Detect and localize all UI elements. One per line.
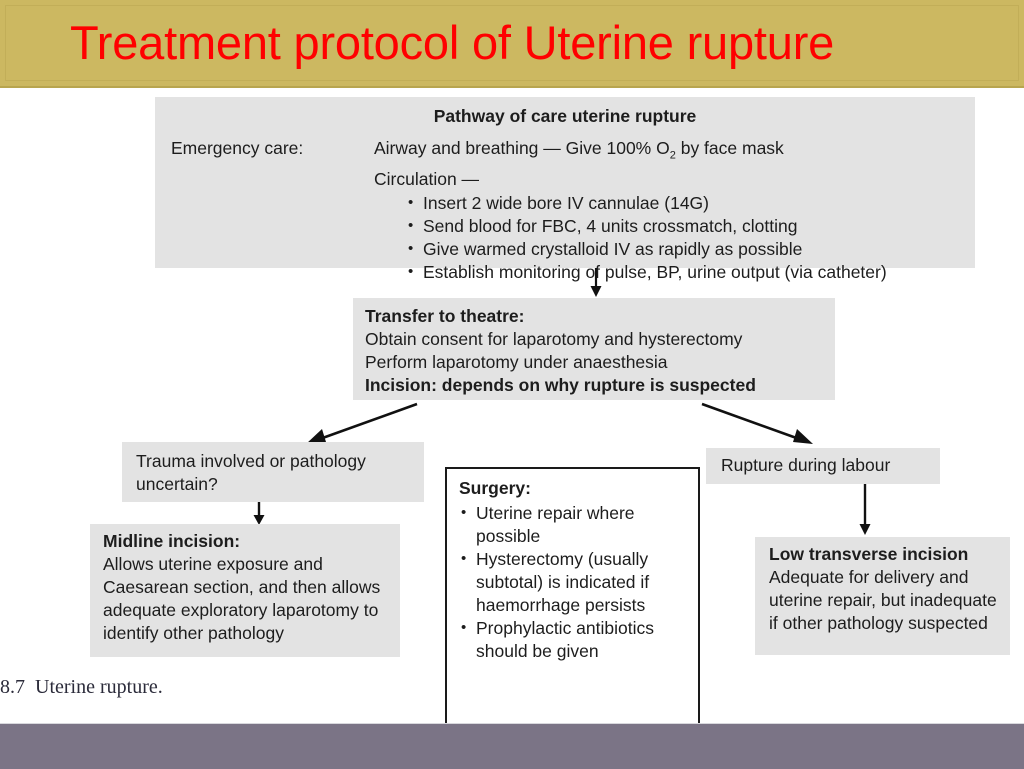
trauma-line-2: uncertain? [136,474,218,494]
trauma-line-1: Trauma involved or pathology [136,451,366,471]
emergency-care-label: Emergency care: [171,138,304,158]
emergency-care-bullet-list: Insert 2 wide bore IV cannulae (14G) Sen… [406,191,961,284]
list-item: Insert 2 wide bore IV cannulae (14G) [406,191,961,215]
labour-line-1: Rupture during labour [721,455,891,475]
list-item: Uterine repair where possible [459,501,690,548]
figure-caption: 8.7 Uterine rupture. [0,676,163,699]
low-transverse-heading: Low transverse incision [769,544,969,564]
list-item: Hysterectomy (usually subtotal) is indic… [459,547,690,617]
midline-incision-box: Midline incision: Allows uterine exposur… [90,524,400,657]
midline-heading: Midline incision: [103,531,241,551]
transfer-to-theatre-box: Transfer to theatre: Obtain consent for … [353,298,835,400]
emergency-care-line-1: Airway and breathing — Give 100% O2 by f… [374,137,961,168]
arrow-trauma-to-midline [253,502,265,525]
rupture-during-labour-box: Rupture during labour [706,448,940,484]
arrow-theatre-to-labour [701,402,813,444]
low-transverse-incision-box: Low transverse incision Adequate for del… [755,537,1010,655]
airway-text: Airway and breathing — Give 100% O [374,138,670,158]
emergency-care-box: Pathway of care uterine rupture Emergenc… [155,97,975,283]
theatre-line-1: Obtain consent for laparotomy and hyster… [365,329,743,349]
figure-caption-text: Uterine rupture. [35,676,163,698]
figure-number: 8.7 [0,676,25,698]
low-transverse-body: Adequate for delivery and uterine repair… [769,567,997,633]
emergency-care-line-2: Circulation — [374,168,480,189]
surgery-box: Surgery: Uterine repair where possible H… [445,467,700,744]
slide-title-bar: Treatment protocol of Uterine rupture [0,0,1024,88]
list-item: Give warmed crystalloid IV as rapidly as… [406,237,961,261]
list-item: Establish monitoring of pulse, BP, urine… [406,260,961,284]
arrow-labour-to-low-transverse [859,484,871,535]
arrow-emergency-to-theatre [590,268,602,297]
surgery-bullet-list: Uterine repair where possible Hysterecto… [459,501,690,663]
list-item: Send blood for FBC, 4 units crossmatch, … [406,214,961,238]
trauma-uncertain-box: Trauma involved or pathology uncertain? [122,442,424,502]
midline-body: Allows uterine exposure and Caesarean se… [103,554,381,643]
list-item: Prophylactic antibiotics should be given [459,616,690,663]
theatre-heading: Transfer to theatre: [365,306,525,326]
oxygen-subscript: 2 [669,149,676,162]
arrow-theatre-to-trauma [306,402,418,444]
flowchart-figure: Pathway of care uterine rupture Emergenc… [0,88,1024,744]
theatre-line-3: Incision: depends on why rupture is susp… [365,375,756,395]
emergency-care-heading: Pathway of care uterine rupture [433,106,697,126]
facemask-text: by face mask [675,138,784,158]
page-title: Treatment protocol of Uterine rupture [70,16,835,69]
slide-footer-bar [0,723,1024,769]
theatre-line-2: Perform laparotomy under anaesthesia [365,352,668,372]
surgery-heading: Surgery: [459,478,531,498]
